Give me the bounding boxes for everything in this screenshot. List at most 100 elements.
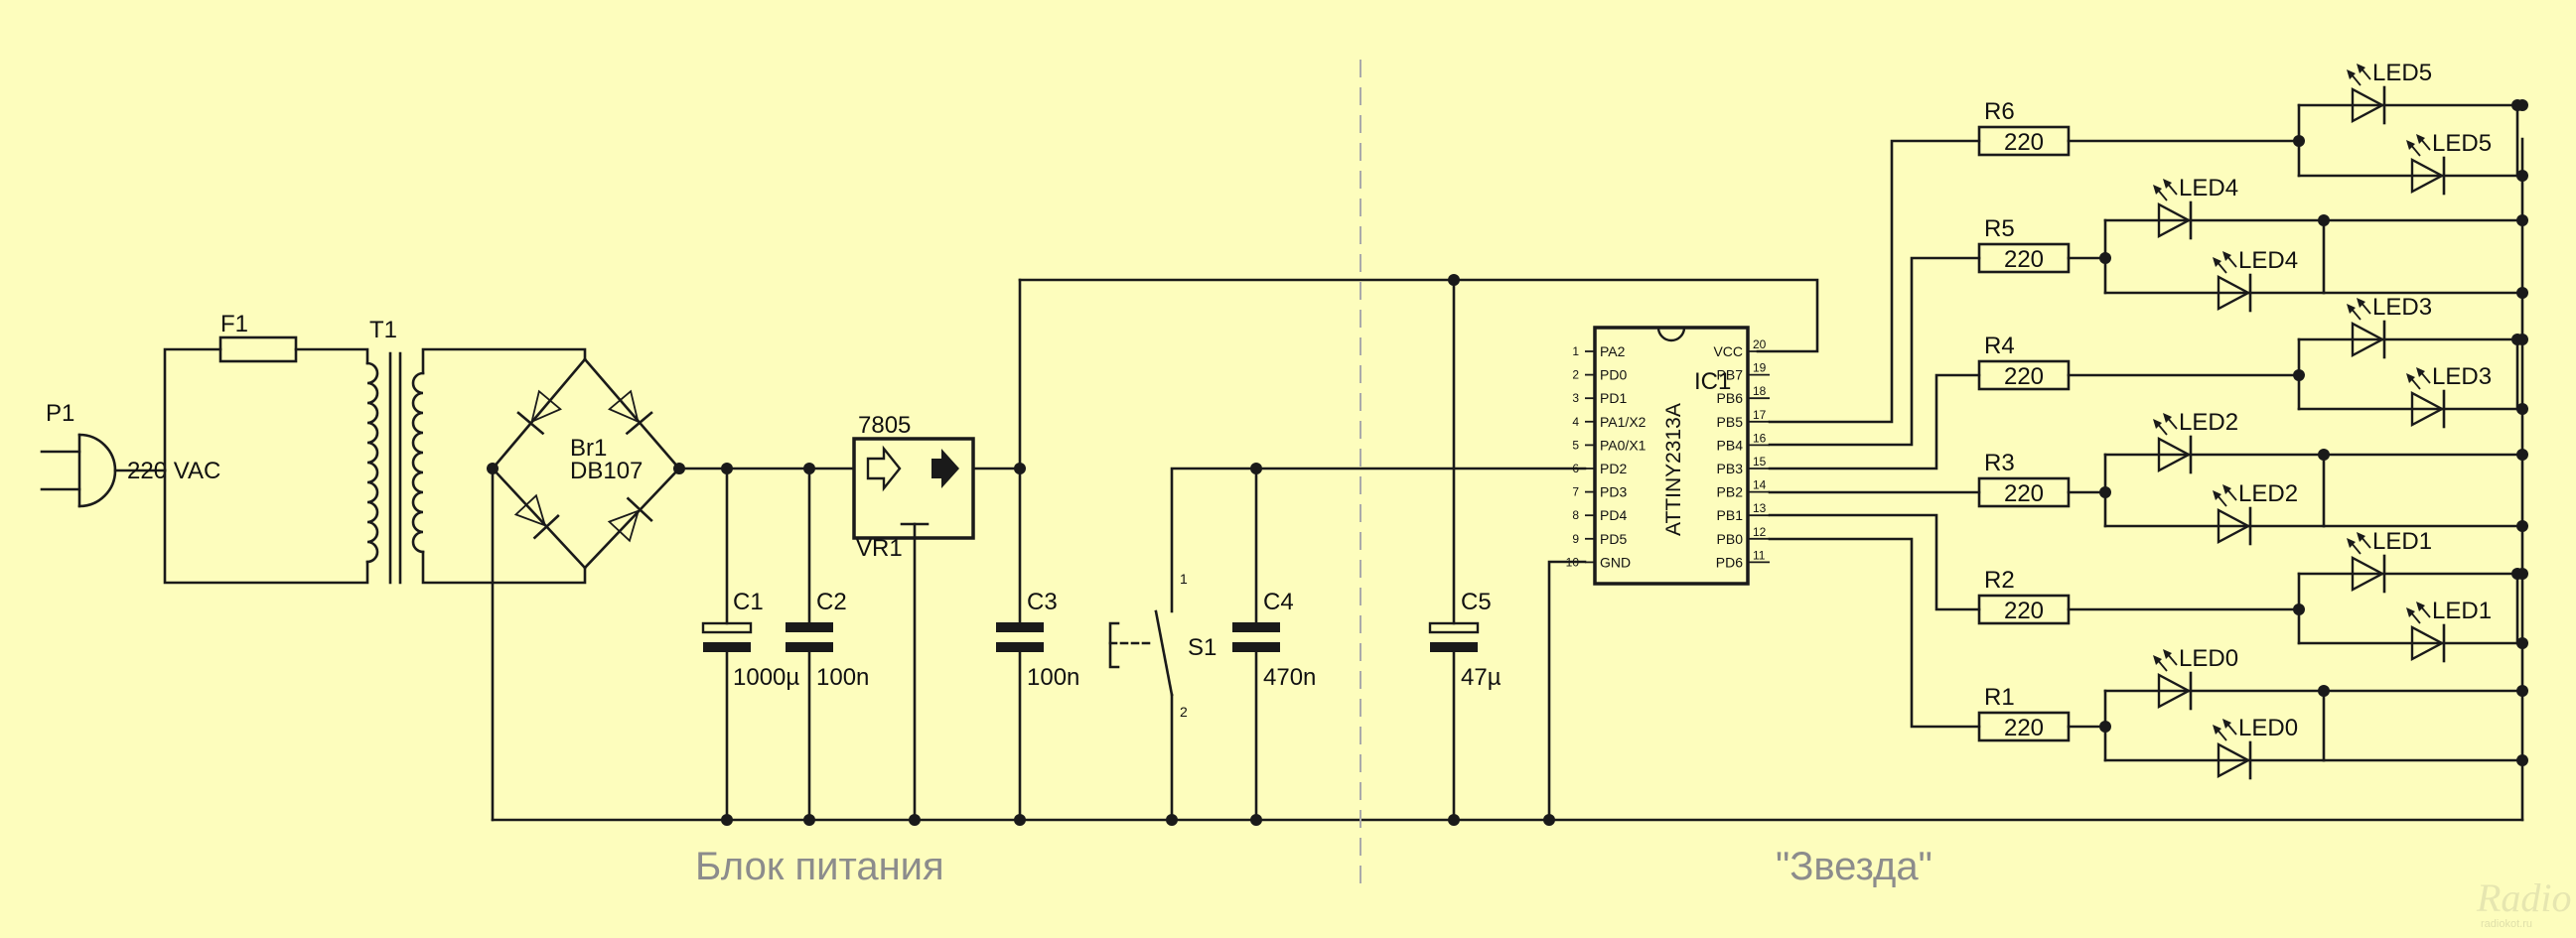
bridge-rectifier-br1	[487, 357, 685, 570]
ic-pin-number: 4	[1572, 415, 1579, 429]
led-label: LED3	[2432, 363, 2492, 390]
ic-pin-number: 13	[1753, 501, 1767, 515]
label-c4-value: 470n	[1263, 664, 1316, 691]
ic-pin-number: 17	[1753, 408, 1767, 422]
led-diode: LED5	[2347, 60, 2432, 125]
led-diode: LED0	[2153, 645, 2238, 711]
led-diode: LED5	[2406, 130, 2492, 196]
label-220vac: 220 VAC	[127, 458, 220, 484]
ic-pin-name: PB0	[1717, 531, 1744, 547]
led-label: LED5	[2372, 60, 2432, 86]
led-label: LED1	[2372, 528, 2432, 555]
label-c3-value: 100n	[1027, 664, 1079, 691]
fuse-f1	[218, 335, 298, 363]
capacitor-c4	[1232, 463, 1280, 826]
ic-pin-number: 20	[1753, 337, 1767, 351]
ic-pin-number: 18	[1753, 384, 1767, 398]
resistor-label: R6	[1984, 98, 2015, 125]
label-c5: C5	[1461, 589, 1492, 615]
resistor-value: 220	[2004, 129, 2044, 156]
led-label: LED5	[2432, 130, 2492, 157]
label-c5-value: 47µ	[1461, 664, 1502, 691]
capacitor-c5	[1428, 278, 1480, 826]
ic-pin-name: PB3	[1717, 461, 1744, 476]
label-s1-pin1: 1	[1180, 571, 1188, 587]
led-diode: LED4	[2153, 175, 2238, 240]
resistor-value: 220	[2004, 715, 2044, 741]
label-c1: C1	[733, 589, 764, 615]
resistor-value: 220	[2004, 363, 2044, 390]
ic-pin-name: PA0/X1	[1600, 437, 1646, 453]
ic1-attiny2313a: PA21PD02PD13PA1/X24PA0/X15PD26PD37PD48PD…	[1566, 326, 1770, 586]
led-diode: LED3	[2347, 294, 2432, 359]
led-diode: LED1	[2347, 528, 2432, 594]
ic-pin-name: PB6	[1717, 390, 1744, 406]
ic-pin-name: PD3	[1600, 484, 1627, 500]
resistor-label: R3	[1984, 450, 2015, 476]
label-7805: 7805	[858, 412, 911, 439]
ic-pin-name: PD0	[1600, 367, 1627, 383]
ic-pin-name: PA1/X2	[1600, 414, 1646, 430]
ic-pin-number: 15	[1753, 455, 1767, 469]
capacitor-c1	[701, 467, 753, 826]
section-power-supply: Блок питания	[695, 845, 944, 888]
label-t1: T1	[369, 317, 397, 343]
label-vr1: VR1	[856, 535, 903, 562]
led-diode: LED3	[2406, 363, 2492, 429]
transformer-t1	[365, 351, 425, 585]
ic-pin-name: VCC	[1713, 343, 1743, 359]
plug-p1	[40, 433, 167, 508]
pushbutton-s1	[1108, 467, 1587, 826]
ic-pin-number: 1	[1572, 344, 1579, 358]
led-diode: LED0	[2213, 715, 2298, 780]
led-label: LED2	[2238, 480, 2298, 507]
label-s1-pin2: 2	[1180, 704, 1188, 720]
resistor-label: R1	[1984, 684, 2015, 711]
resistor-label: R2	[1984, 567, 2015, 594]
label-c4: C4	[1263, 589, 1294, 615]
led-diode: LED1	[2406, 598, 2492, 663]
ic-pin-name: PB2	[1717, 484, 1744, 500]
ic-pin-number: 8	[1572, 508, 1579, 522]
led-label: LED2	[2179, 409, 2238, 436]
ic-pin-number: 14	[1753, 478, 1767, 492]
label-s1: S1	[1188, 634, 1216, 661]
watermark-logo: Radio KOT	[2476, 875, 2576, 920]
label-c1-value: 1000µ	[733, 664, 799, 691]
led-diode: LED4	[2213, 247, 2298, 313]
ic-pin-name: PB7	[1717, 367, 1744, 383]
ic-pin-name: PB5	[1717, 414, 1744, 430]
ic-pin-number: 19	[1753, 361, 1767, 375]
led-label: LED0	[2238, 715, 2298, 741]
resistor-label: R5	[1984, 215, 2015, 242]
capacitor-c3	[996, 278, 1044, 826]
watermark-site: radiokot.ru	[2481, 918, 2532, 930]
ic-pin-name: PA2	[1600, 343, 1626, 359]
ic-pin-number: 9	[1572, 532, 1579, 546]
ic-pin-number: 5	[1572, 438, 1579, 452]
ic-pin-name: PD4	[1600, 507, 1627, 523]
resistor-label: R4	[1984, 333, 2015, 359]
ic-pin-number: 2	[1572, 368, 1579, 382]
ic-pin-name: PB4	[1717, 437, 1744, 453]
label-ic-part: ATTINY2313A	[1662, 403, 1685, 536]
label-br1: Br1	[570, 435, 607, 462]
led-diode: LED2	[2213, 480, 2298, 546]
ic-pin-number: 11	[1753, 548, 1766, 562]
regulator-vr1	[852, 437, 975, 540]
label-c2-value: 100n	[816, 664, 869, 691]
resistor-value: 220	[2004, 246, 2044, 273]
led-label: LED4	[2238, 247, 2298, 274]
label-c3: C3	[1027, 589, 1058, 615]
resistor-value: 220	[2004, 598, 2044, 624]
ic-pin-name: PD6	[1716, 554, 1743, 570]
label-ic1: IC1	[1694, 368, 1731, 395]
led-label: LED1	[2432, 598, 2492, 624]
ic-pin-name: PD5	[1600, 531, 1627, 547]
